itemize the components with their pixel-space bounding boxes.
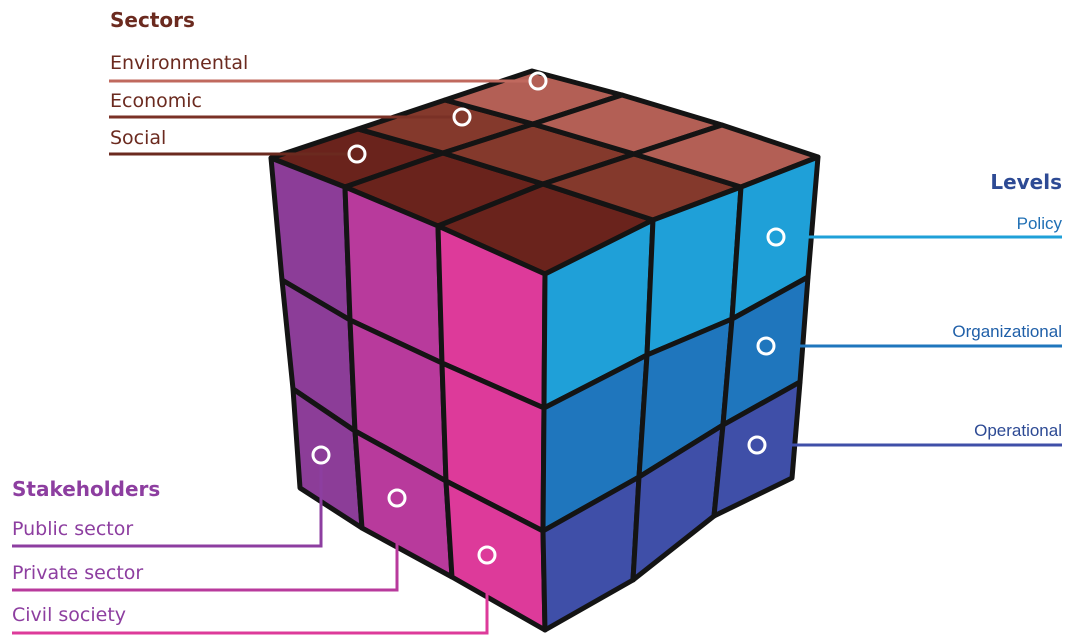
stakeholders-heading: Stakeholders	[12, 477, 160, 501]
sectors-heading: Sectors	[110, 8, 195, 32]
level-label-organizational: Organizational	[952, 322, 1062, 341]
sector-label-social: Social	[110, 127, 166, 149]
level-label-policy: Policy	[1017, 214, 1063, 233]
stakeholder-label-civil-society: Civil society	[12, 604, 126, 626]
level-label-operational: Operational	[974, 421, 1062, 440]
sector-label-environmental: Environmental	[110, 52, 248, 74]
sector-label-economic: Economic	[110, 90, 202, 112]
stakeholder-label-private-sector: Private sector	[12, 562, 143, 584]
levels-heading: Levels	[990, 170, 1062, 194]
cube	[271, 71, 818, 630]
stakeholder-label-public-sector: Public sector	[12, 518, 133, 540]
